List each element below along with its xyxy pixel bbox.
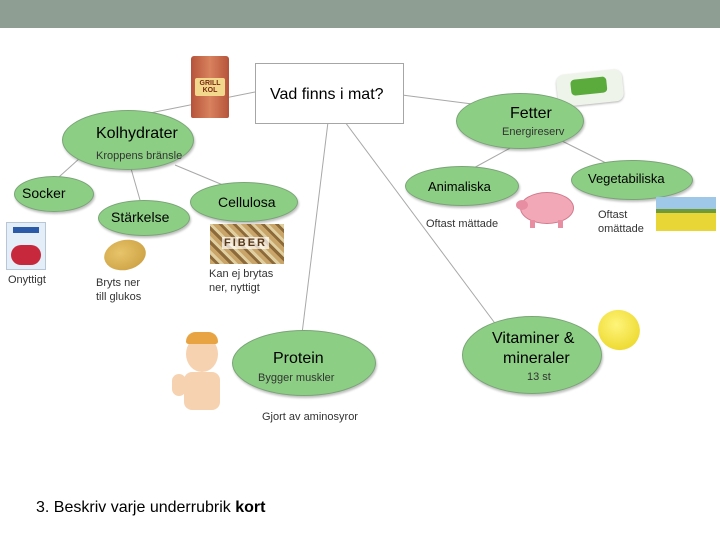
rapeseed-field-image: [656, 197, 716, 231]
cellulosa-desc-2: ner, nyttigt: [209, 282, 260, 294]
vitaminer-node: [462, 316, 602, 394]
line-kol-starkelse: [129, 164, 141, 201]
pig-image: [516, 186, 578, 228]
cellulosa-title: Cellulosa: [218, 194, 276, 210]
socker-desc: Onyttigt: [8, 274, 46, 286]
line-fett-vegetabiliska: [559, 139, 611, 166]
instruction-bold: kort: [235, 499, 266, 516]
fetter-title: Fetter: [510, 105, 552, 122]
socker-title: Socker: [22, 185, 66, 201]
starkelse-node: [98, 200, 190, 236]
animaliska-desc: Oftast mättade: [426, 218, 499, 230]
fiber-label: FIBER: [222, 237, 269, 249]
protein-title: Protein: [273, 350, 324, 367]
line-center-protein: [299, 121, 329, 351]
starkelse-desc-2: till glukos: [96, 291, 142, 303]
vegetabiliska-desc-2: omättade: [598, 223, 644, 235]
fetter-node: [456, 93, 584, 149]
starkelse-title: Stärkelse: [111, 209, 170, 225]
center-title: Vad finns i mat?: [270, 86, 384, 103]
line-center-vitaminer: [344, 121, 501, 331]
vegetabiliska-title: Vegetabiliska: [588, 171, 665, 186]
animaliska-node: [405, 166, 519, 206]
protein-sub: Gjort av aminosyror: [262, 411, 358, 423]
socker-node: [14, 176, 94, 212]
kolhydrater-desc: Kroppens bränsle: [96, 150, 183, 162]
vitaminer-title-1: Vitaminer &: [492, 330, 575, 347]
fiber-grains-image: FIBER: [210, 224, 284, 264]
cellulosa-desc-1: Kan ej brytas: [209, 268, 274, 280]
center-box: [255, 63, 404, 124]
vegetabiliska-node: [571, 160, 693, 200]
vitaminer-title-2: mineraler: [503, 350, 570, 367]
kolhydrater-node: [62, 110, 194, 170]
fetter-desc: Energireserv: [502, 126, 565, 138]
vegetabiliska-desc-1: Oftast: [598, 209, 628, 221]
grill-charcoal-bag-image: GRILL KOL: [191, 56, 229, 118]
top-bar: [0, 0, 720, 28]
kolhydrater-title: Kolhydrater: [96, 125, 178, 142]
starkelse-desc-1: Bryts ner: [96, 277, 141, 289]
line-center-fetter: [401, 94, 481, 106]
instruction-text: 3. Beskriv varje underrubrik kort: [36, 499, 265, 517]
vitaminer-desc: 13 st: [527, 371, 551, 383]
protein-node: [232, 330, 376, 396]
grill-bag-label: GRILL KOL: [199, 80, 221, 94]
instruction-prefix: 3. Beskriv varje underrubrik: [36, 499, 236, 516]
cellulosa-node: [190, 182, 298, 222]
protein-desc: Bygger muskler: [258, 372, 335, 384]
animaliska-title: Animaliska: [428, 179, 491, 194]
muscle-boy-image: [170, 330, 232, 412]
frozen-berries-image: [6, 222, 46, 270]
